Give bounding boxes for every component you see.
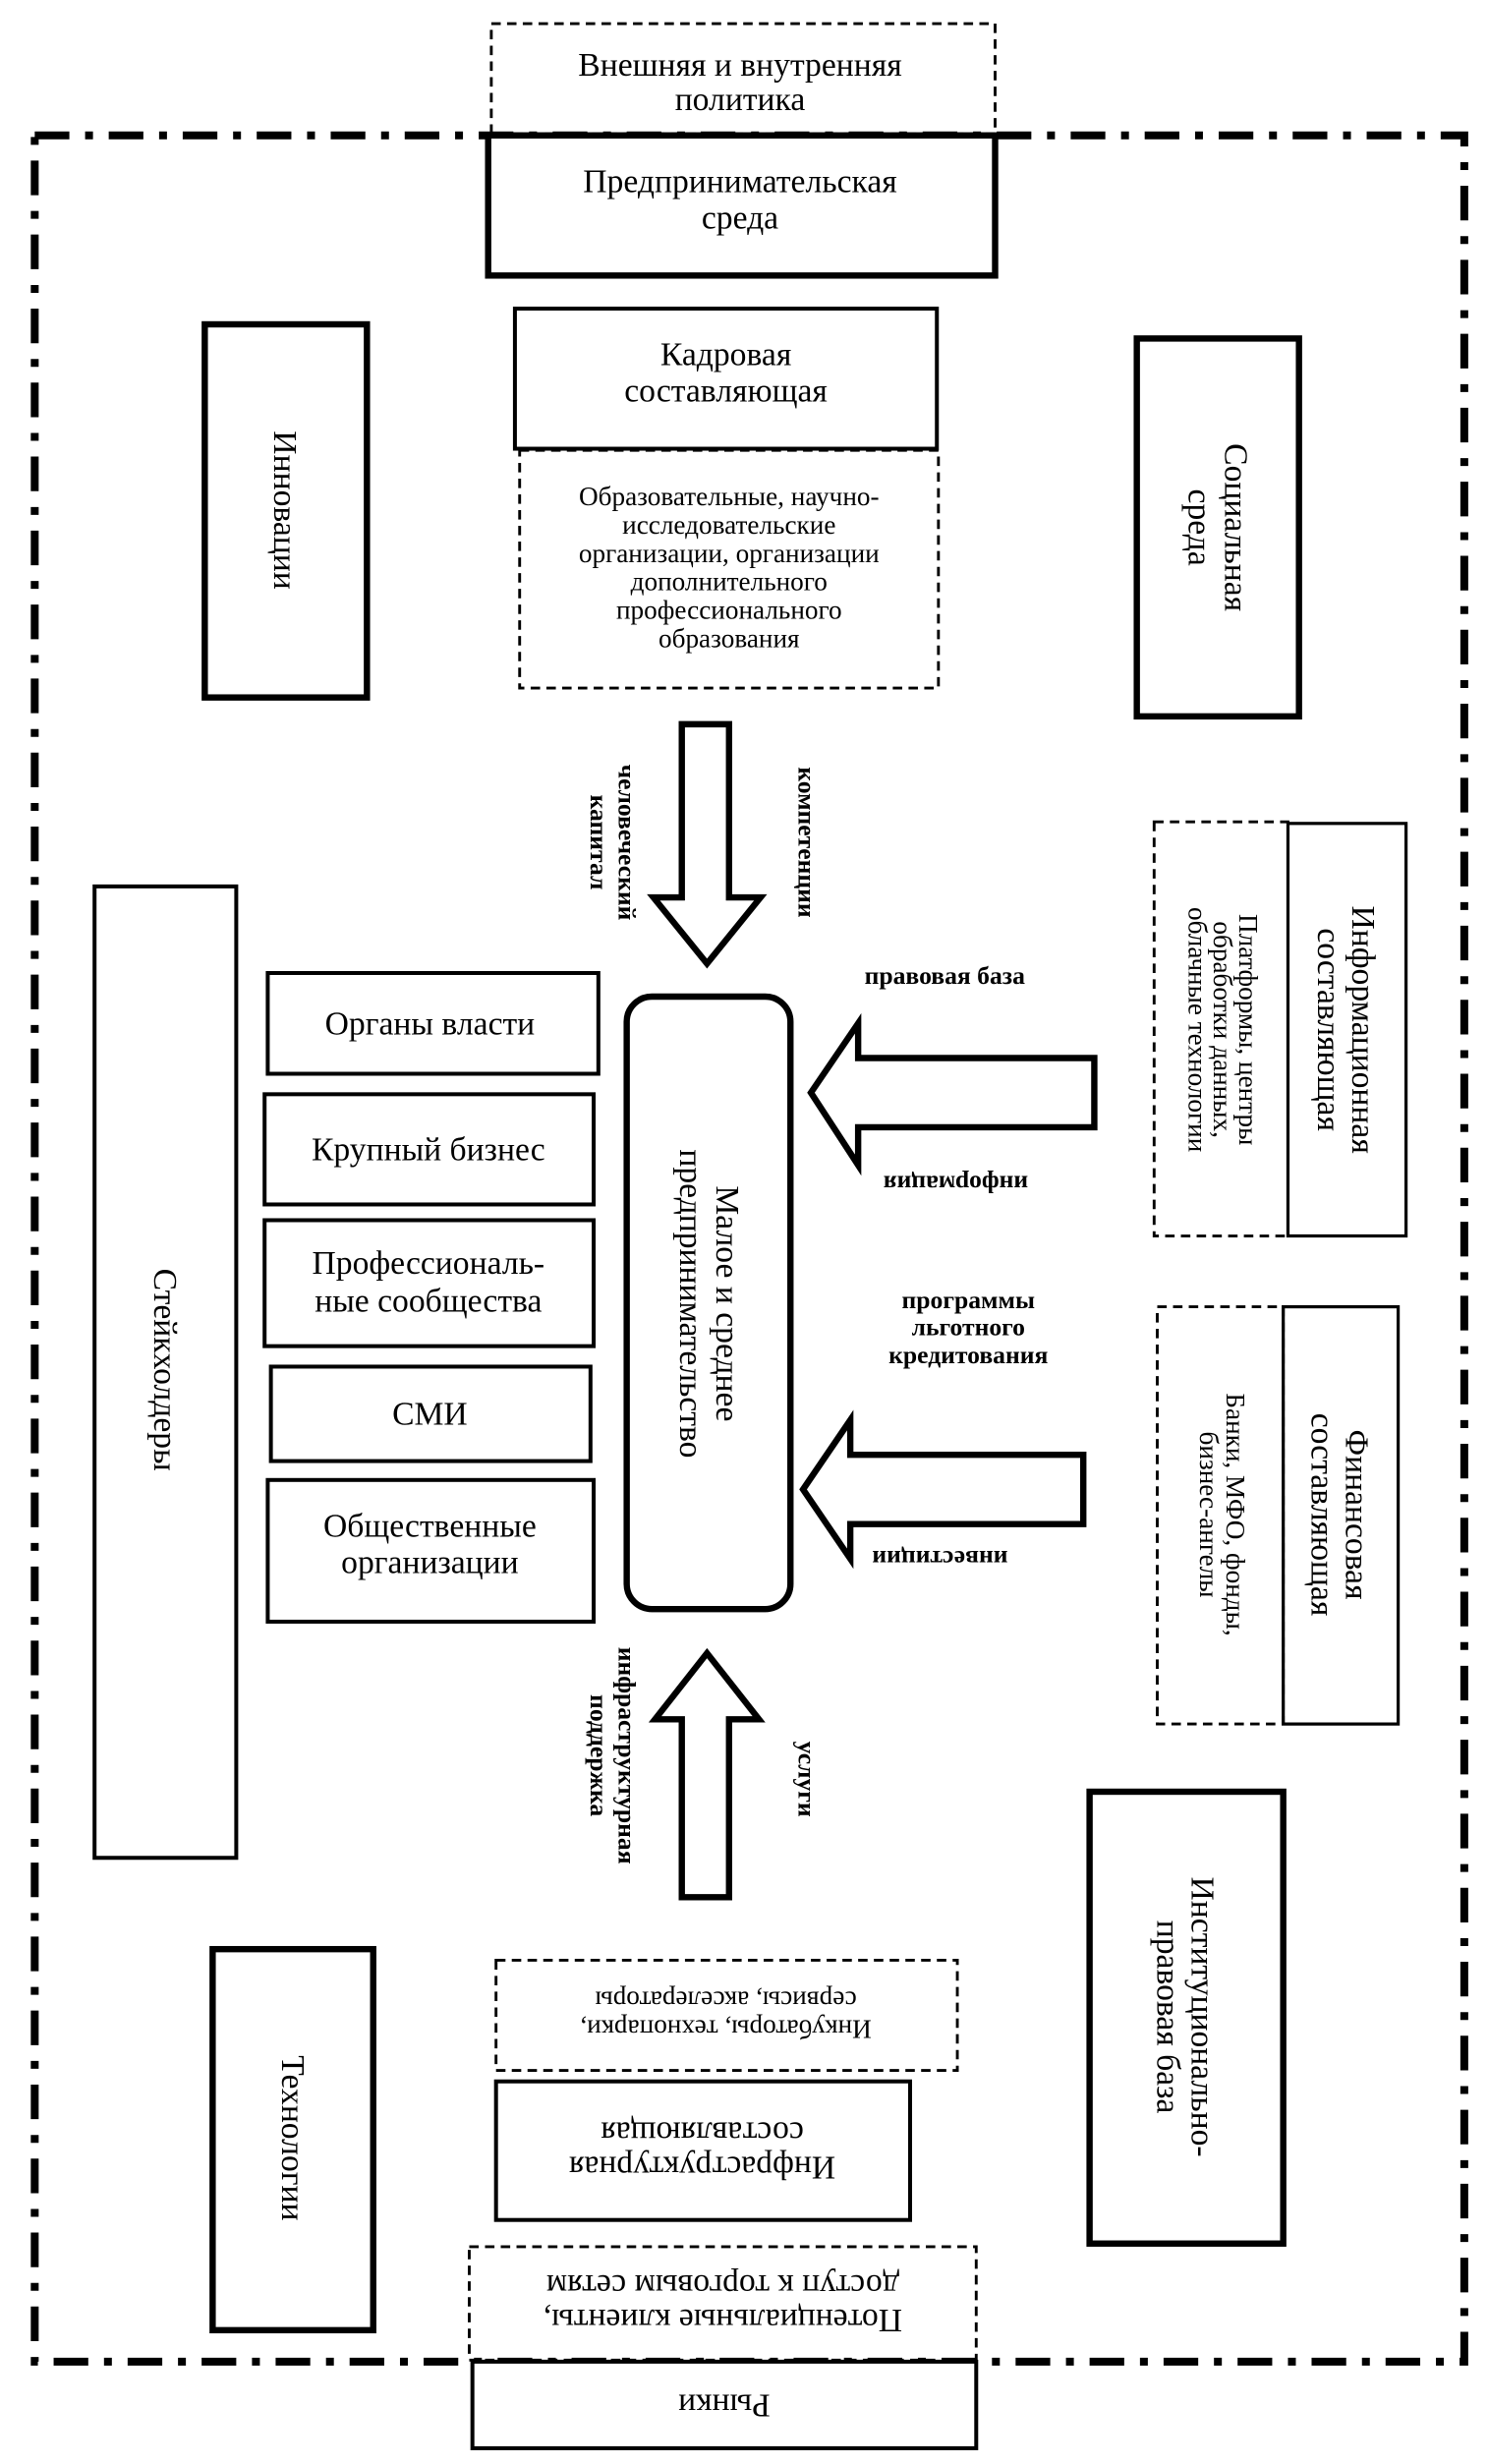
clients-line-1: Потенциальные клиенты, — [544, 2302, 902, 2338]
infra-orgs-line: сервисы, акселераторы — [595, 1985, 856, 2015]
info-orgs-line: обработки данных, — [1208, 921, 1237, 1138]
technologies-box: Технологии — [209, 1945, 376, 2334]
credit-programs-line: кредитования — [888, 1341, 1048, 1369]
stakeholder-label: Общественные — [323, 1508, 537, 1544]
education-line: профессионального — [616, 596, 842, 625]
info-component-line-1: Информационная — [1345, 905, 1381, 1153]
hr-line-1: Кадровая — [660, 337, 791, 373]
stakeholders-box: Стейкхолдеры — [92, 884, 239, 1861]
innovations-box: Инновации — [201, 320, 371, 701]
clients-box: Потенциальные клиенты, доступ к торговым… — [468, 2245, 978, 2362]
stakeholders-label: Стейкхолдеры — [146, 1269, 183, 1471]
sme-center-box: Малое и среднее предпринимательство — [623, 993, 794, 1613]
info-orgs-line: облачные технологии — [1183, 907, 1213, 1152]
competencies-label: компетенции — [792, 767, 821, 918]
fin-orgs-line: Банки, МФО, фонды, — [1221, 1393, 1250, 1635]
stakeholder-label: Профессиональ- — [312, 1245, 544, 1282]
stakeholder-item-public-orgs: Общественные организации — [265, 1477, 597, 1624]
legal-base-label: правовая база — [865, 961, 1026, 990]
hr-component-box: Кадровая составляющая — [512, 306, 940, 451]
stakeholder-item-authorities: Органы власти — [265, 970, 601, 1076]
arrow-left-icon — [799, 1409, 1087, 1570]
fin-component-line-2: составляющая — [1303, 1413, 1340, 1617]
institutional-base-box: Институционально- правовая база — [1086, 1788, 1287, 2247]
policy-box: Внешняя и внутренняя политика — [489, 22, 997, 136]
infra-support-line-2: поддержка — [585, 1694, 613, 1816]
arrow-up-icon — [648, 1647, 766, 1901]
arrow-left-icon — [807, 1012, 1098, 1176]
institutional-line-1: Институционально- — [1184, 1877, 1221, 2157]
education-line: дополнительного — [631, 567, 828, 597]
markets-label: Рынки — [678, 2387, 771, 2424]
stakeholder-label: СМИ — [392, 1397, 468, 1433]
infra-orgs-box: Инкубаторы, технопарки, сервисы, акселер… — [494, 1958, 959, 2072]
info-orgs-line: Платформы, центры — [1233, 914, 1263, 1145]
infra-orgs-line: Инкубаторы, технопарки, — [580, 2014, 871, 2043]
info-component-box: Информационная составляющая — [1286, 822, 1408, 1238]
fin-component-line-1: Финансовая — [1339, 1430, 1375, 1600]
stakeholder-label: организации — [341, 1544, 519, 1580]
sme-line-1: Малое и среднее — [709, 1185, 745, 1421]
education-line: Образовательные, научно- — [579, 482, 880, 511]
information-label: информация — [884, 1171, 1029, 1199]
services-label: услуги — [792, 1742, 821, 1817]
social-line-2: среда — [1181, 489, 1218, 566]
fin-orgs-line: бизнес-ангелы — [1194, 1432, 1224, 1598]
policy-line-1: Внешняя и внутренняя — [578, 47, 901, 84]
policy-line-2: политика — [675, 82, 806, 118]
education-line: исследовательские — [622, 510, 835, 540]
credit-programs-line: программы — [902, 1286, 1035, 1314]
fin-orgs-box: Банки, МФО, фонды, бизнес-ангелы — [1156, 1305, 1286, 1726]
stakeholder-item-big-business: Крупный бизнес — [262, 1092, 597, 1207]
clients-line-2: доступ к торговым сетям — [546, 2267, 899, 2304]
info-orgs-box: Платформы, центры обработки данных, обла… — [1152, 820, 1289, 1237]
human-capital-line-1: человеческий — [613, 765, 642, 921]
hr-line-2: составляющая — [624, 372, 828, 409]
sme-line-2: предпринимательство — [672, 1149, 709, 1458]
education-orgs-box: Образовательные, научно- исследовательск… — [518, 448, 941, 690]
entrepreneurial-line-1: Предпринимательская — [583, 163, 896, 200]
entrepreneurial-line-2: среда — [702, 200, 778, 236]
stakeholder-item-media: СМИ — [268, 1364, 593, 1463]
education-line: образования — [658, 623, 800, 653]
education-line: организации, организации — [579, 539, 880, 568]
institutional-line-2: правовая база — [1150, 1920, 1186, 2114]
markets-box: Рынки — [470, 2359, 979, 2450]
infra-support-line-1: инфраструктурная — [613, 1647, 642, 1864]
social-line-1: Социальная — [1217, 443, 1253, 611]
infra-component-line-1: Инфраструктурная — [569, 2149, 835, 2186]
infra-component-box: Инфраструктурная составляющая — [493, 2079, 913, 2222]
credit-programs-line: льготного — [912, 1312, 1025, 1341]
info-component-line-2: составляющая — [1310, 928, 1346, 1131]
arrow-down-icon — [647, 720, 768, 969]
stakeholder-label: ные сообщества — [315, 1283, 542, 1319]
human-capital-line-2: капитал — [585, 795, 613, 890]
stakeholder-label: Крупный бизнес — [312, 1132, 545, 1169]
investments-label: инвестиции — [872, 1545, 1007, 1574]
innovations-label: Инновации — [266, 430, 303, 589]
stakeholder-item-professional-communities: Профессиональ- ные сообщества — [262, 1218, 597, 1348]
social-environment-box: Социальная среда — [1133, 335, 1302, 720]
technologies-label: Технологии — [274, 2055, 311, 2220]
stakeholder-label: Органы власти — [325, 1005, 536, 1042]
entrepreneurial-environment-box: Предпринимательская среда — [485, 132, 999, 279]
fin-component-box: Финансовая составляющая — [1282, 1304, 1401, 1726]
infra-component-line-2: составляющая — [601, 2114, 804, 2150]
